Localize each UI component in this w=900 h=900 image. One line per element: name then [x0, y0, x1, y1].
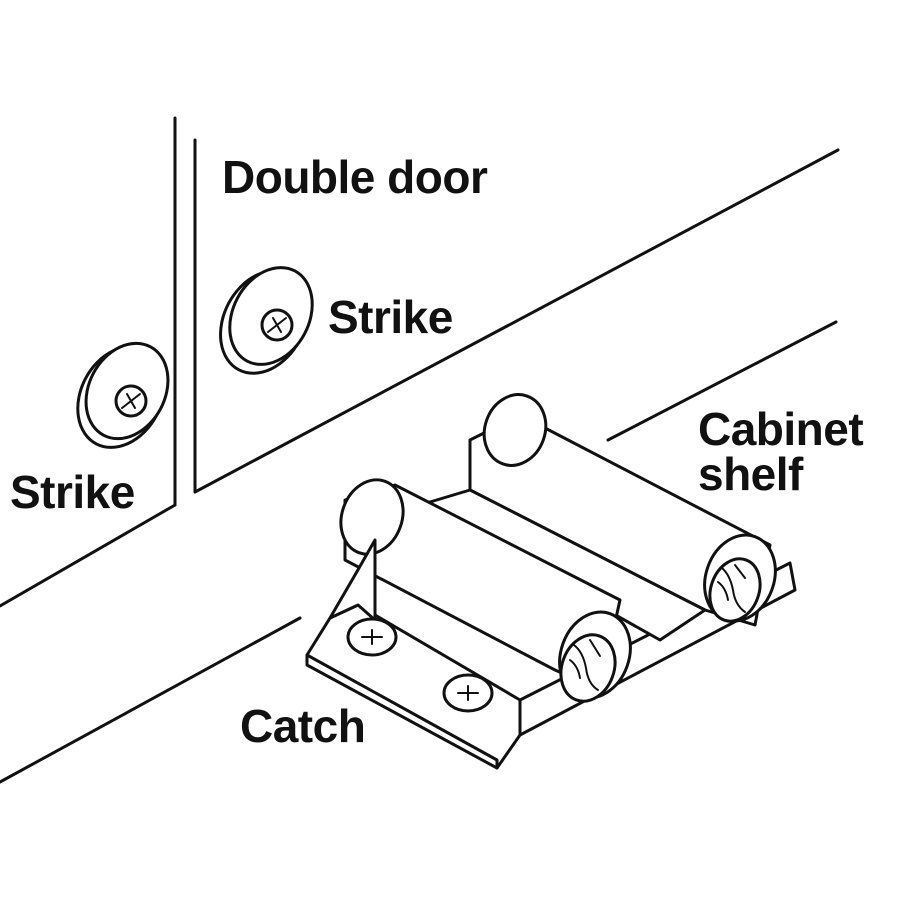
adjustment-screw-icon: [559, 633, 617, 703]
label-catch: Catch: [240, 700, 365, 752]
label-strike-upper: Strike: [328, 291, 453, 343]
label-strike-lower: Strike: [10, 466, 135, 518]
label-double-door: Double door: [222, 151, 488, 203]
mounting-screw-icon: [442, 673, 494, 713]
strike-upper: [219, 266, 314, 375]
mounting-screw-icon: [346, 617, 398, 657]
screw-head-icon: [260, 308, 294, 342]
strike-left: [76, 341, 170, 449]
catch-assembly: [305, 393, 797, 770]
label-shelf: shelf: [698, 448, 804, 500]
screw-head-icon: [114, 384, 148, 418]
adjustment-screw-icon: [708, 557, 762, 623]
cabinet-structure: [0, 116, 840, 784]
label-cabinet: Cabinet: [698, 403, 863, 455]
